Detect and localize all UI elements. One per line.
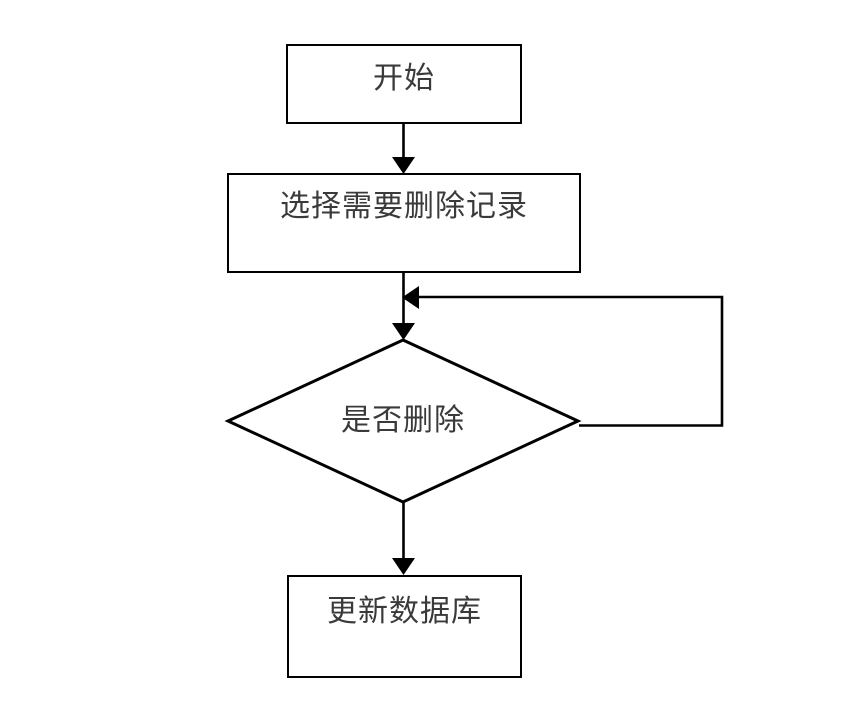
edge-decide-to-update [392, 503, 415, 575]
node-start-label: 开始 [373, 62, 435, 95]
edge-start-to-select [392, 124, 415, 174]
node-decision-delete[interactable] [224, 337, 582, 505]
node-select-records-label: 选择需要删除记录 [280, 190, 528, 223]
node-update-database-label: 更新数据库 [327, 595, 482, 628]
node-select-records[interactable] [227, 173, 581, 273]
node-update-database[interactable] [287, 575, 522, 678]
node-start[interactable] [286, 44, 522, 124]
edge-select-to-decide [392, 273, 415, 340]
edge-decide-loop-back [402, 286, 724, 427]
node-decision-delete-label: 是否删除 [341, 404, 465, 437]
